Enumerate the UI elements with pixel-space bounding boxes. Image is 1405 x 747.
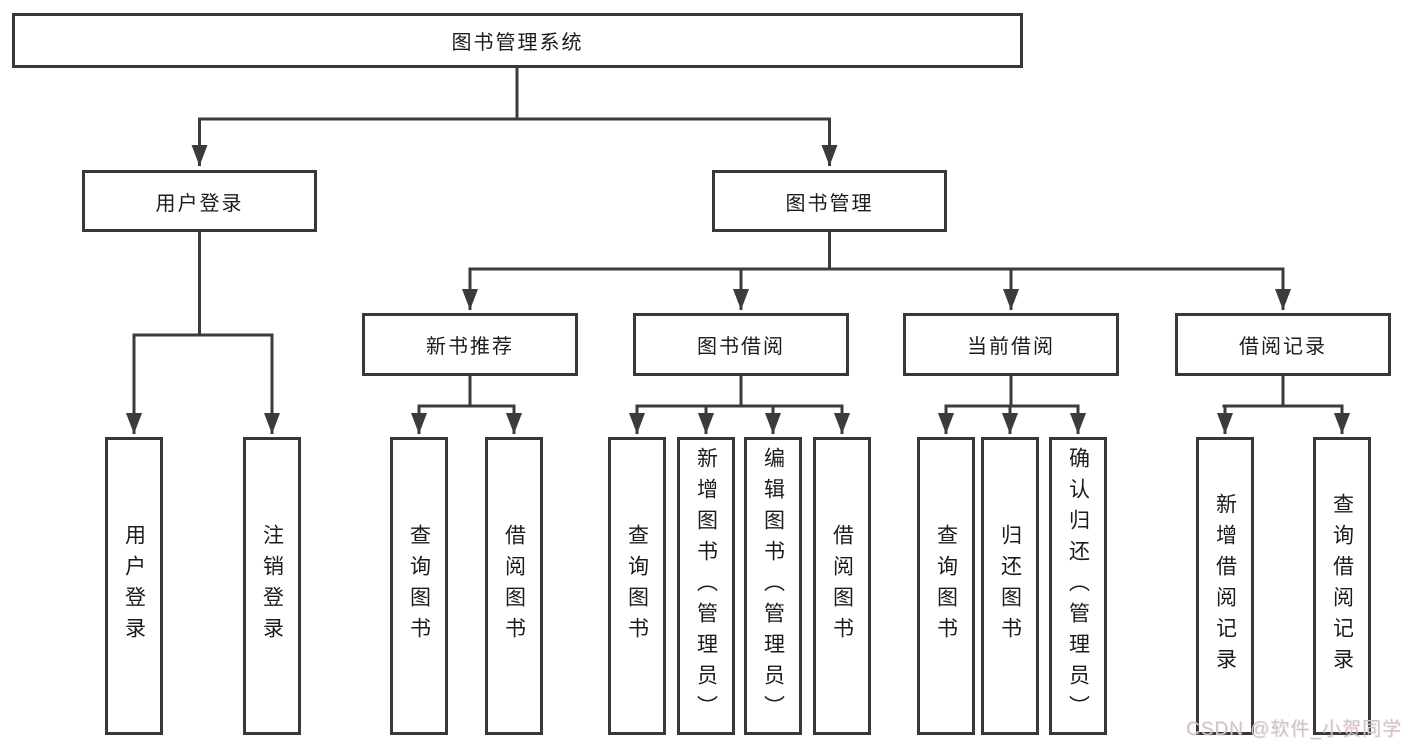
node-label: 归还图书 — [998, 524, 1022, 648]
node-label: 当前借阅 — [967, 336, 1055, 358]
node-label: 新书推荐 — [426, 336, 514, 358]
leaf-current-return-book: 归还图书 — [981, 437, 1039, 735]
node-borrow-record: 借阅记录 — [1175, 313, 1391, 376]
leaf-recommend-query-book: 查询图书 — [390, 437, 448, 735]
leaf-borrow-add-book-admin: 新增图书（管理员） — [677, 437, 735, 735]
leaf-user-login: 用户登录 — [105, 437, 163, 735]
node-new-book-recommend: 新书推荐 — [362, 313, 578, 376]
leaf-borrow-borrow-book: 借阅图书 — [813, 437, 871, 735]
node-label: 新增图书（管理员） — [694, 446, 718, 726]
node-book-borrow: 图书借阅 — [633, 313, 849, 376]
node-label: 查询借阅记录 — [1330, 493, 1354, 679]
leaf-record-add: 新增借阅记录 — [1196, 437, 1254, 735]
node-label: 用户登录 — [122, 524, 146, 648]
node-label: 借阅图书 — [830, 524, 854, 648]
node-label: 确认归还（管理员） — [1066, 446, 1090, 726]
node-label: 用户登录 — [155, 192, 244, 215]
leaf-current-query-book: 查询图书 — [917, 437, 975, 735]
leaf-recommend-borrow-book: 借阅图书 — [485, 437, 543, 735]
node-user-login: 用户登录 — [82, 170, 317, 232]
node-label: 借阅记录 — [1239, 336, 1327, 358]
leaf-borrow-query-book: 查询图书 — [608, 437, 666, 735]
node-label: 图书管理 — [785, 192, 874, 215]
leaf-borrow-edit-book-admin: 编辑图书（管理员） — [744, 437, 802, 735]
leaf-record-query: 查询借阅记录 — [1313, 437, 1371, 735]
leaf-current-confirm-return-admin: 确认归还（管理员） — [1049, 437, 1107, 735]
node-label: 图书管理系统 — [451, 32, 584, 54]
node-label: 查询图书 — [407, 524, 431, 648]
node-label: 图书借阅 — [697, 336, 785, 358]
node-label: 注销登录 — [260, 524, 284, 648]
csdn-watermark: CSDN @软件_小贺同学 — [1186, 719, 1402, 740]
node-label: 借阅图书 — [502, 524, 526, 648]
node-label: 编辑图书（管理员） — [761, 446, 785, 726]
node-root-system: 图书管理系统 — [12, 13, 1023, 68]
node-label: 新增借阅记录 — [1213, 493, 1237, 679]
node-label: 查询图书 — [625, 524, 649, 648]
node-label: 查询图书 — [934, 524, 958, 648]
node-current-borrow: 当前借阅 — [903, 313, 1119, 376]
node-book-management: 图书管理 — [712, 170, 947, 232]
leaf-logout: 注销登录 — [243, 437, 301, 735]
